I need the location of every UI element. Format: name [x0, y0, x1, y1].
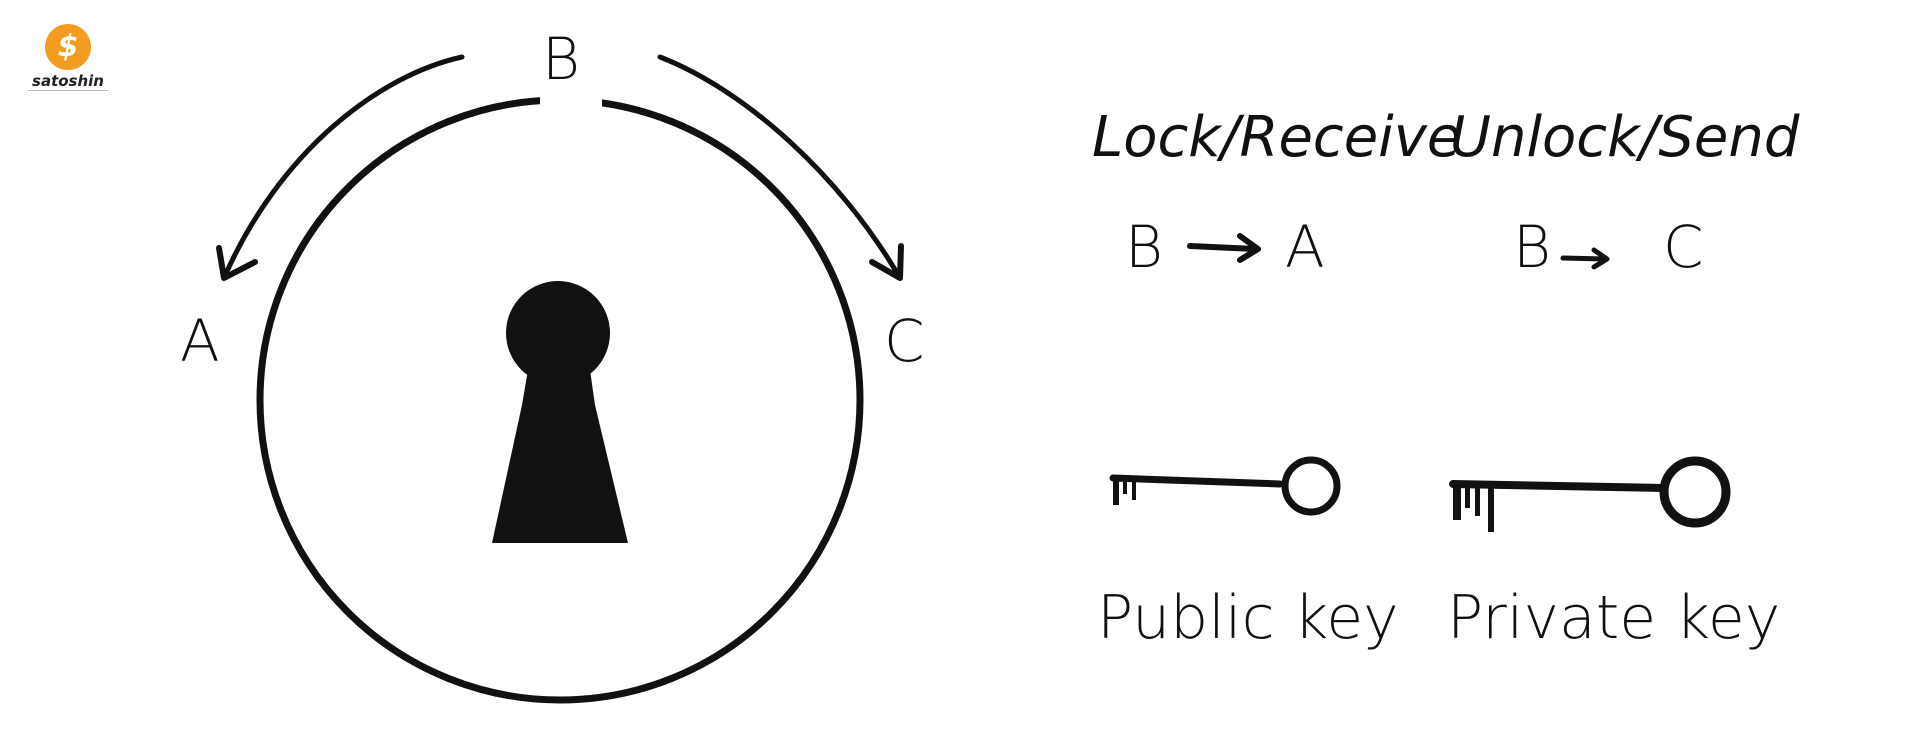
logo-brand-text: satoshin: [28, 72, 108, 91]
arrow-lock-receive: [1187, 233, 1261, 263]
public-key-icon: [1109, 456, 1341, 516]
arrow-b-to-a: [216, 54, 465, 281]
dollar-coin-icon: $: [45, 24, 91, 70]
satoshin-logo: $ satoshin: [28, 24, 108, 91]
unlock-send-title: Unlock/Send: [1450, 105, 1800, 170]
arrow-b-to-c: [657, 54, 904, 281]
public-key-label: Public key: [1097, 583, 1399, 653]
private-key-icon: [1449, 456, 1731, 532]
node-c-label: C: [884, 307, 925, 375]
unlock-to-label: C: [1663, 213, 1704, 281]
keyhole-icon: [492, 281, 628, 543]
logo-symbol: $: [57, 29, 79, 64]
lock-to-label: A: [1285, 213, 1325, 281]
ring-gap: [540, 88, 602, 128]
node-b-label: B: [542, 25, 580, 93]
lock-from-label: B: [1125, 213, 1163, 281]
lock-receive-title: Lock/Receive: [1092, 105, 1462, 170]
private-key-label: Private key: [1447, 583, 1781, 653]
node-a-label: A: [180, 307, 220, 375]
unlock-from-label: B: [1513, 213, 1551, 281]
arrow-unlock-send: [1560, 247, 1610, 270]
